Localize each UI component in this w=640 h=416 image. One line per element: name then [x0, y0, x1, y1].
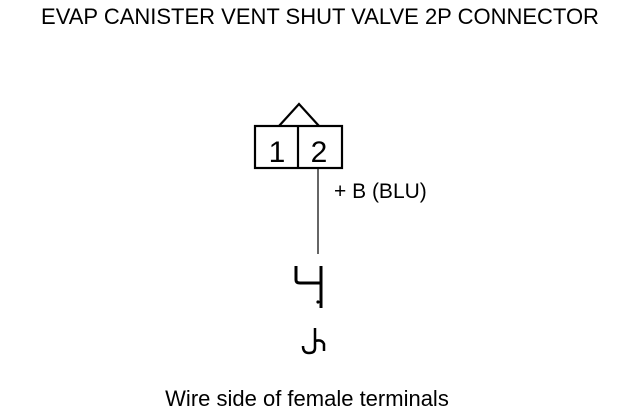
wire-label: + B (BLU)	[334, 180, 427, 203]
terminal-symbol-lower	[301, 328, 326, 355]
connector-lock-tab	[278, 102, 320, 127]
diagram-title: EVAP CANISTER VENT SHUT VALVE 2P CONNECT…	[41, 4, 599, 29]
diagram-caption: Wire side of female terminals	[165, 386, 449, 411]
terminal-dot	[316, 300, 320, 304]
pin-2-label: 2	[311, 136, 328, 169]
terminal-symbol-upper	[294, 266, 323, 308]
pin-1-label: 1	[269, 136, 286, 169]
